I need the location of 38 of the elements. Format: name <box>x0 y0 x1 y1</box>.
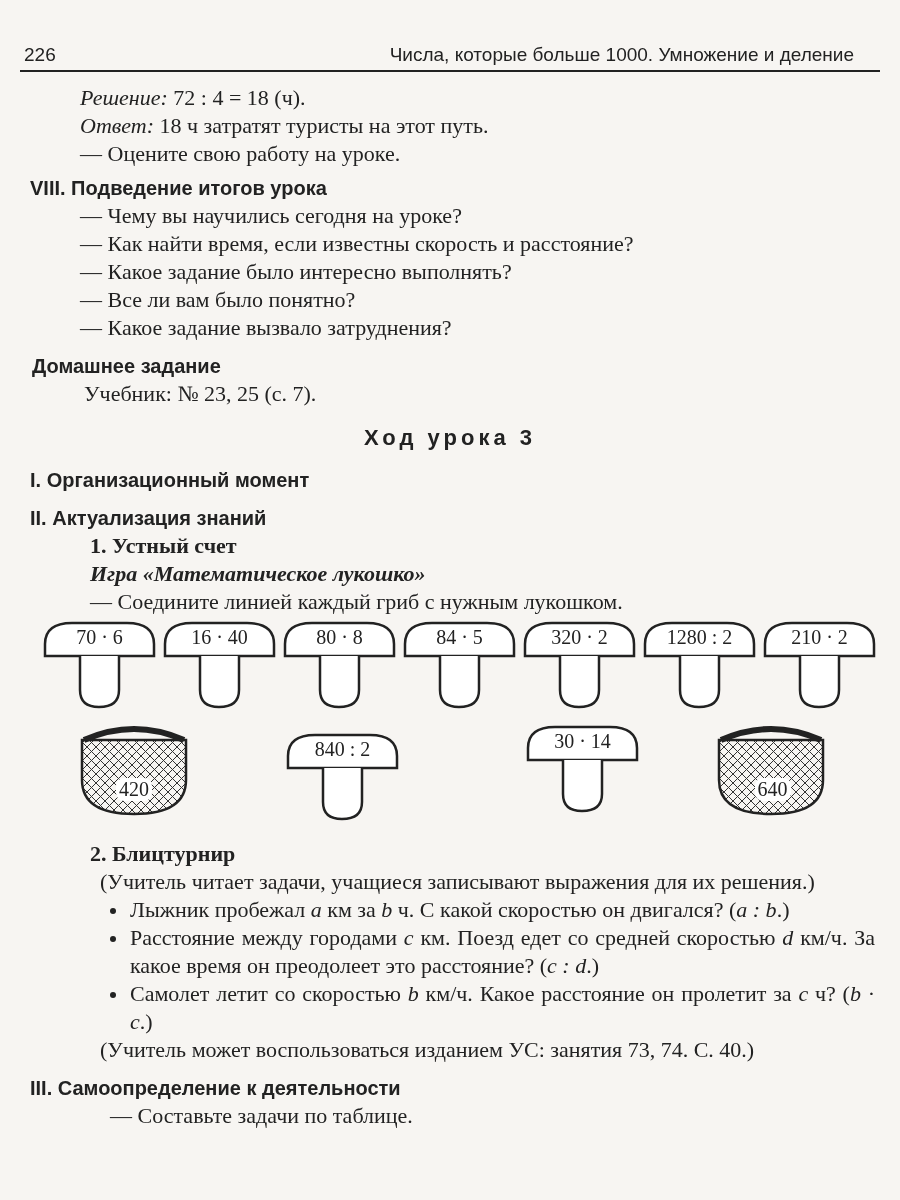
lesson-title: Ход урока 3 <box>364 425 536 450</box>
expression-label: 1280 : 2 <box>665 626 734 649</box>
subheading: 1. Устный счет <box>90 533 237 558</box>
game-title: Игра «Математическое лукошко» <box>90 561 426 586</box>
expression-label: 70 · 6 <box>75 626 124 649</box>
page-number: 226 <box>24 44 56 66</box>
section-heading: II. Актуализация знаний <box>30 507 267 529</box>
body-text: (Учитель может воспользоваться изданием УС: занятия 73, 74. С. 40.) <box>99 1036 756 1064</box>
number-label: 420 <box>116 778 152 801</box>
body-text: — Составьте задачи по таблице. <box>110 1103 413 1128</box>
body-text: Учебник: № 23, 25 (с. 7). <box>84 381 317 406</box>
body-text: — Какое задание вызвало затруднения? <box>80 315 452 340</box>
body-text: — Какое задание было интересно выполнять? <box>80 259 512 284</box>
expression-label: 16 · 40 <box>190 626 249 649</box>
expression-label: 320 · 2 <box>550 626 609 649</box>
body-text: (Учитель читает задачи, учащиеся записывают выражения для их решения.) <box>99 868 816 896</box>
section-heading: VIII. Подведение итогов урока <box>30 177 327 199</box>
section-heading: Домашнее задание <box>32 355 221 377</box>
task-text: Лыжник пробежал a км за b ч. С какой скоростью он двигался? (a : b.) <box>130 896 791 924</box>
body-text: — Все ли вам было понятно? <box>80 287 356 312</box>
task-text: Самолет летит со скоростью b км/ч. Какое расстояние он пролетит за c ч? (b · c.) <box>130 980 875 1036</box>
expression-label: 840 : 2 <box>313 738 372 761</box>
body-text: — Соедините линией каждый гриб с нужным лукошком. <box>90 589 623 614</box>
section-heading: I. Организационный момент <box>30 469 310 491</box>
expression-label: 30 · 14 <box>553 730 612 753</box>
number-label: 640 <box>754 778 791 801</box>
expression-label: 210 · 2 <box>790 626 849 649</box>
section-heading: III. Самоопределение к деятельности <box>30 1077 401 1099</box>
body-text: Ответ: 18 ч затратят туристы на этот путь. <box>80 113 489 138</box>
body-text: Решение: 72 : 4 = 18 (ч). <box>80 85 306 110</box>
task-text: Расстояние между городами c км. Поезд едет со средней скоростью d км/ч. За какое время он преодолеет это расстояние? (c : d.) <box>130 924 875 980</box>
body-text: — Чему вы научились сегодня на уроке? <box>80 203 462 228</box>
expression-label: 80 · 8 <box>315 626 364 649</box>
body-text: — Как найти время, если известны скорость и расстояние? <box>80 231 634 256</box>
expression-label: 84 · 5 <box>435 626 484 649</box>
running-header: Числа, которые больше 1000. Умножение и деление <box>389 44 854 66</box>
body-text: — Оцените свою работу на уроке. <box>80 141 401 166</box>
subheading: 2. Блицтурнир <box>90 841 236 866</box>
